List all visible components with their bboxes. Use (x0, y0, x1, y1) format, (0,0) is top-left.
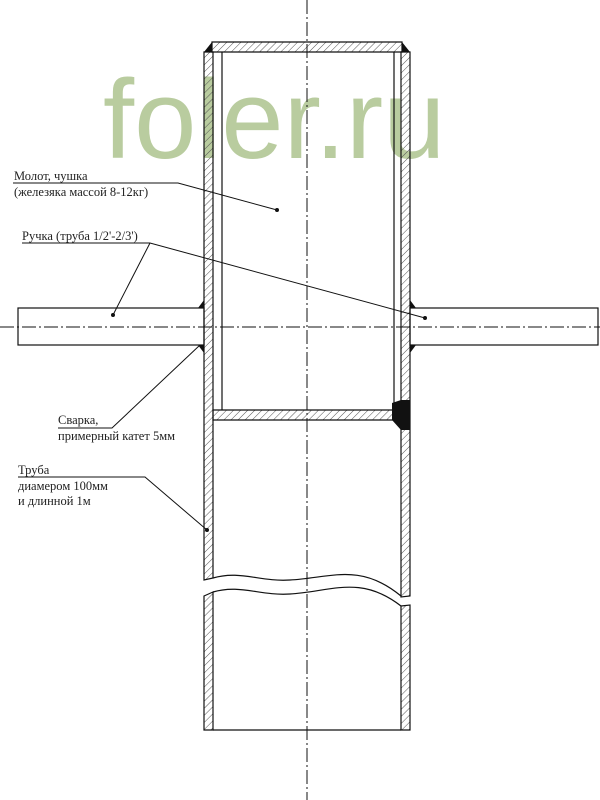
label-pipe-2: диамером 100мм (18, 479, 108, 493)
break-line-top (212, 573, 402, 597)
pipe-left-wall-lower (203, 591, 214, 731)
label-pipe-1: Труба (18, 463, 50, 477)
label-pipe-3: и длинной 1м (18, 494, 91, 508)
label-hammer-1: Молот, чушка (14, 169, 88, 183)
label-hammer-2: (железяка массой 8-12кг) (14, 185, 148, 199)
label-weld-2: примерный катет 5мм (58, 429, 175, 443)
label-weld-1: Сварка, (58, 413, 98, 427)
watermark: foler.ru (103, 57, 445, 182)
pipe-left-wall-upper (203, 51, 214, 581)
leader-hammer (13, 182, 278, 211)
leader-handle (22, 242, 426, 319)
pipe-right-wall-upper (400, 51, 411, 598)
break-line-bottom (212, 586, 402, 607)
leader-pipe (18, 476, 208, 531)
handle-right (409, 307, 599, 346)
welds (198, 42, 416, 430)
leader-weld (58, 344, 201, 429)
label-handle: Ручка (труба 1/2'-2/3') (22, 229, 138, 243)
pipe-right-wall-lower (400, 604, 411, 731)
